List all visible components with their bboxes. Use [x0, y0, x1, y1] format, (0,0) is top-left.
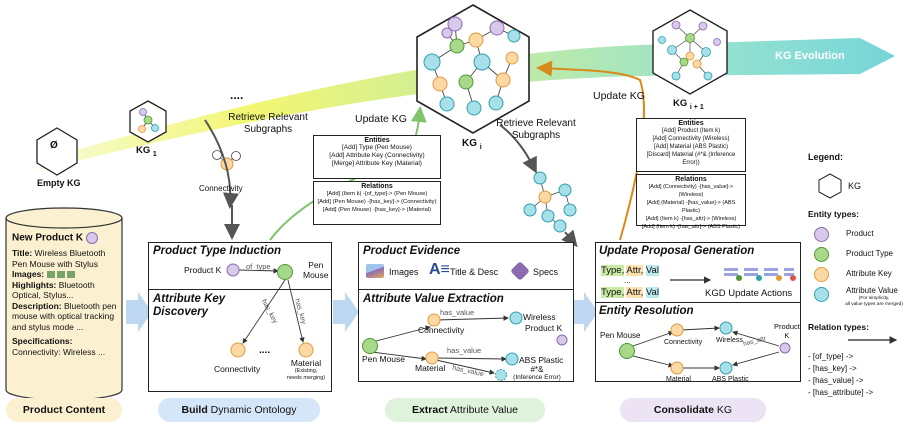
panel3-pen-mouse: Pen Mouse — [600, 331, 641, 340]
legend-product-icon — [814, 227, 829, 242]
panel2-inference-error: #*& (Inference Error) — [513, 365, 561, 381]
kg-dots: .... — [230, 88, 244, 102]
panel1-product-k: Product K — [184, 265, 222, 275]
proposal-actions-graphic — [670, 268, 796, 284]
panel1-graph — [226, 263, 314, 358]
panel2-title-evidence: Product Evidence — [363, 245, 461, 257]
kgi-label: KG i — [462, 138, 482, 151]
panel3-title-proposal: Update Proposal Generation — [599, 245, 755, 257]
empty-kg-hexagon — [36, 127, 78, 176]
evidence-title-desc: Title & Desc — [450, 267, 499, 277]
panel1-material: Material (Existing, needs merging) — [286, 358, 326, 381]
panel3-connectivity: Connectivity — [664, 339, 703, 346]
legend-title: Legend: — [808, 152, 843, 162]
legend-relations: - [of_type] -> - [has_key] -> - [has_val… — [808, 352, 874, 397]
panel3-graph — [619, 321, 791, 375]
empty-kg-symbol: Ø — [50, 140, 58, 151]
kg1-label: KG 1 — [136, 145, 157, 158]
panel1-title-type-induction: Product Type Induction — [153, 245, 281, 257]
panel2-pen-mouse: Pen Mouse — [362, 354, 405, 364]
proposal-row-1: Type, Attr, Val — [601, 265, 659, 276]
product-cylinder — [5, 207, 123, 401]
evidence-specs: Specs — [533, 267, 559, 277]
retrieve-arrow-2 — [499, 124, 537, 174]
panel2-graph — [362, 311, 568, 381]
panel3-material: Material — [666, 376, 691, 383]
legend-kg: KG — [848, 181, 862, 191]
flow-arrow-3 — [574, 292, 598, 332]
empty-kg-label: Empty KG — [37, 178, 81, 188]
panel1-divider — [149, 289, 331, 290]
panel2-has-value-1: has_value — [440, 308, 475, 317]
panel2-material: Material — [415, 363, 446, 373]
legend-attribute-key-icon — [814, 267, 829, 282]
update-label-2: Update KG — [593, 90, 645, 102]
panel-dynamic-ontology — [148, 242, 332, 392]
stage-extract-value: Extract Attribute Value — [385, 398, 545, 422]
update-card-relations-1: Relations [Add] (Item k) -[of_type]-> (P… — [313, 181, 441, 225]
legend-attribute-value-icon — [814, 287, 829, 302]
panel2-has-value-2: has_value — [447, 346, 482, 355]
stage-consolidate-kg: Consolidate KG — [620, 398, 766, 422]
stage-product-content: Product Content — [6, 398, 122, 422]
update-card-entities-1: Entities [Add] Type (Pen Mouse) [Add] At… — [313, 135, 441, 179]
flow-arrow-1 — [126, 292, 152, 332]
panel2-wireless: Wireless — [523, 312, 556, 322]
panel2-product-k: Product K — [525, 323, 563, 333]
legend-product-type-icon — [814, 247, 829, 262]
evidence-images: Images — [389, 267, 419, 277]
update-card-entities-2: Entities [Add] Product (Item k) [Add] Co… — [636, 118, 746, 172]
legend-product-type: Product Type — [846, 249, 893, 258]
proposal-dots: ... — [624, 276, 631, 285]
legend-relation-arrow — [848, 336, 898, 344]
panel1-of-type: of_type — [246, 262, 271, 271]
flow-arrow-2 — [333, 292, 359, 332]
legend-av-note: (For simplicity,all value types are merg… — [845, 296, 903, 307]
legend-relation-title: Relation types: — [808, 322, 869, 332]
image-thumb-icon — [67, 271, 76, 279]
update-arrow-2 — [536, 60, 645, 241]
image-thumb-icon — [46, 271, 55, 279]
image-thumb-icon — [56, 271, 65, 279]
panel3-divider — [596, 302, 800, 303]
legend-kg-hexagon-icon — [818, 173, 842, 199]
images-icon — [366, 264, 384, 278]
proposal-row-2: Type, Attr, Val — [601, 287, 659, 298]
text-icon: A≡ — [429, 261, 450, 278]
action-icons — [724, 268, 796, 281]
panel2-title-extraction: Attribute Value Extraction — [363, 293, 504, 305]
product-node-icon — [85, 232, 98, 244]
panel1-dots: .... — [259, 345, 271, 356]
retrieve-arrow-1 — [204, 119, 239, 209]
stage-build-ontology: Build Dynamic Ontology — [158, 398, 320, 422]
legend-entity-title: Entity types: — [808, 209, 860, 219]
panel3-title-resolution: Entity Resolution — [599, 305, 694, 317]
retrieved-connectivity-label: Connectivity — [199, 184, 243, 193]
panel2-divider — [359, 289, 573, 290]
product-heading: New Product K — [12, 232, 118, 244]
panel3-wireless: Wireless — [716, 337, 743, 344]
panel3-abs: ABS Plastic — [712, 376, 749, 383]
legend-attribute-key: Attribute Key — [846, 269, 892, 278]
kgi1-label: KG i + 1 — [673, 98, 704, 111]
product-content-text: New Product K Title: Wireless Bluetooth … — [12, 232, 118, 357]
panel1-title-key-discovery: Attribute Key Discovery — [153, 293, 226, 318]
legend-attribute-value: Attribute Value — [846, 286, 898, 295]
panel2-connectivity: Connectivity — [418, 325, 465, 335]
update-card-relations-2: Relations [Add] (Connectivity) -[has_val… — [636, 174, 746, 230]
kg-evolution-label: KG Evolution — [775, 50, 845, 62]
update-label-1: Update KG — [355, 113, 407, 125]
kgd-update-actions: KGD Update Actions — [705, 288, 793, 299]
legend-product: Product — [846, 229, 874, 238]
panel1-connectivity: Connectivity — [214, 364, 261, 374]
panel2-abs: ABS Plastic — [519, 355, 564, 365]
